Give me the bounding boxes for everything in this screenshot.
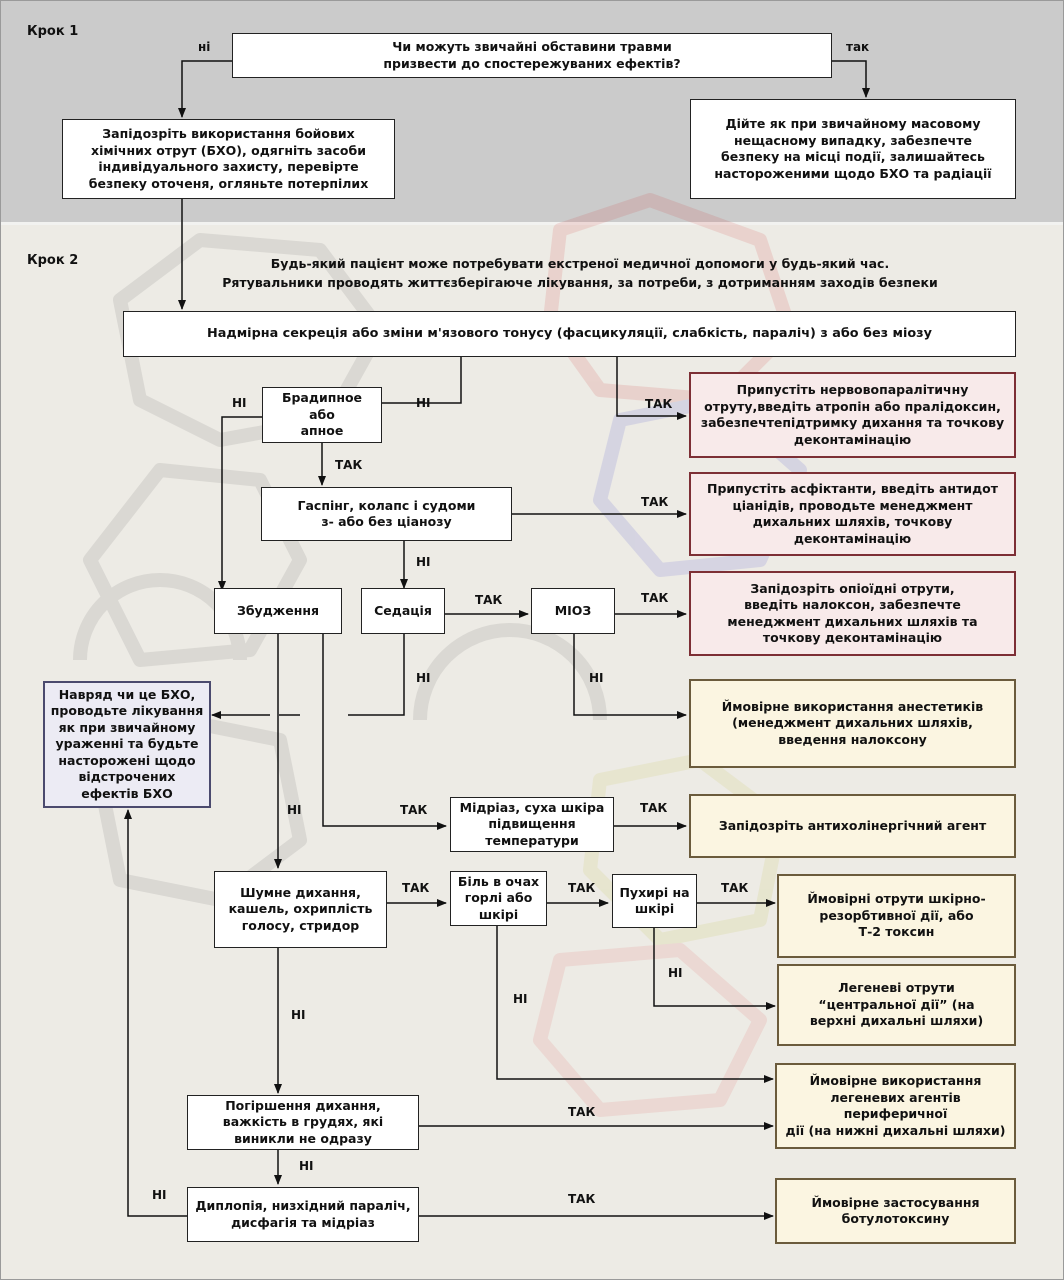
label-yes: ТАК (641, 591, 669, 605)
label-yes: ТАК (400, 803, 428, 817)
edge-miosis-no (573, 634, 687, 719)
edge-secretion-yes (616, 356, 687, 420)
node-blisters: Пухирі на шкірі (612, 874, 697, 928)
node-agitation: Збудження (214, 588, 342, 634)
node-mydriasis: Мідріаз, суха шкіра підвищення температу… (450, 797, 614, 852)
step2-intro: Будь-який пацієнт може потребувати екстр… (150, 255, 1010, 293)
edge-sedation-no (348, 634, 405, 716)
outcome-nerve-agent: Припустіть нервовопаралітичну отруту,вве… (689, 372, 1016, 458)
node-miosis: МІОЗ (531, 588, 615, 634)
node-secretion: Надмірна секреція або зміни м'язового то… (123, 311, 1016, 357)
node-unlikely-cwa: Навряд чи це БХО, проводьте лікування як… (43, 681, 211, 808)
label-yes: ТАК (568, 881, 596, 895)
edge-q-no (178, 60, 232, 118)
node-diplopia: Диплопія, низхідний параліч, дисфагія та… (187, 1187, 419, 1242)
intro-line-1: Будь-який пацієнт може потребувати екстр… (270, 256, 890, 271)
node-gasping: Гаспінг, колапс і судоми з- або без ціан… (261, 487, 512, 541)
label-yes: ТАК (568, 1192, 596, 1206)
label-yes: ТАК (475, 593, 503, 607)
outcome-botulinum: Ймовірне застосування ботулотоксину (775, 1178, 1016, 1244)
label-no: НІ (299, 1159, 314, 1173)
outcome-anesthetic: Ймовірне використання анестетиків (менед… (689, 679, 1016, 768)
node-mass-casualty: Дійте як при звичайному масовому нещасно… (690, 99, 1016, 199)
edge-blisters-no (653, 928, 776, 1010)
label-no: НІ (232, 396, 247, 410)
step2-label: Крок 2 (27, 253, 79, 268)
edge-secretion-no (372, 356, 462, 407)
edge-agitation-yes (322, 634, 447, 830)
label-no: НІ (287, 803, 302, 817)
node-q-trauma: Чи можуть звичайні обставини травми приз… (232, 33, 832, 78)
label-no: НІ (589, 671, 604, 685)
outcome-central-pulmonary: Легеневі отрути “центральної дії” (на ве… (777, 964, 1016, 1046)
label-no: НІ (668, 966, 683, 980)
intro-line-2: Рятувальники проводять життєзберігаюче л… (222, 274, 938, 290)
label-no: НІ (416, 396, 431, 410)
label-yes: ТАК (641, 495, 669, 509)
label-yes: ТАК (568, 1105, 596, 1119)
label-no: НІ (416, 671, 431, 685)
node-delayed: Погіршення дихання, важкість в грудях, я… (187, 1095, 419, 1150)
node-noisy: Шумне дихання, кашель, охриплість голосу… (214, 871, 387, 948)
label-no: НІ (513, 992, 528, 1006)
node-suspect-cwa: Запідозріть використання бойових хімічни… (62, 119, 395, 199)
label-yes: ТАК (335, 458, 363, 472)
edge-brady-no (218, 416, 262, 591)
label-no: НІ (291, 1008, 306, 1022)
label-yes: ТАК (721, 881, 749, 895)
step1-label: Крок 1 (27, 24, 79, 39)
label-no: НІ (152, 1188, 167, 1202)
label-no: НІ (416, 555, 431, 569)
label-yes: ТАК (402, 881, 430, 895)
node-brady: Брадипное або апное (262, 387, 382, 443)
outcome-peripheral-pulmonary: Ймовірне використання легеневих агентів … (775, 1063, 1016, 1149)
outcome-asphyxiant: Припустіть асфіктанти, введіть антидот ц… (689, 472, 1016, 556)
node-sedation: Седація (361, 588, 445, 634)
label-yes: ТАК (645, 397, 673, 411)
outcome-opioid: Запідозріть опіоїдні отрути, введіть нал… (689, 571, 1016, 656)
label-no: ні (198, 40, 211, 54)
edge-q-yes (832, 60, 870, 98)
label-yes: ТАК (640, 801, 668, 815)
outcome-anticholinergic: Запідозріть антихолінергічний агент (689, 794, 1016, 858)
outcome-vesicant: Ймовірні отрути шкірно- резорбтивної дії… (777, 874, 1016, 958)
edge-diplopia-no (124, 809, 187, 1217)
edge-pain-no (496, 926, 774, 1083)
label-yes: так (846, 40, 870, 54)
node-pain: Біль в очах горлі або шкірі (450, 871, 547, 926)
